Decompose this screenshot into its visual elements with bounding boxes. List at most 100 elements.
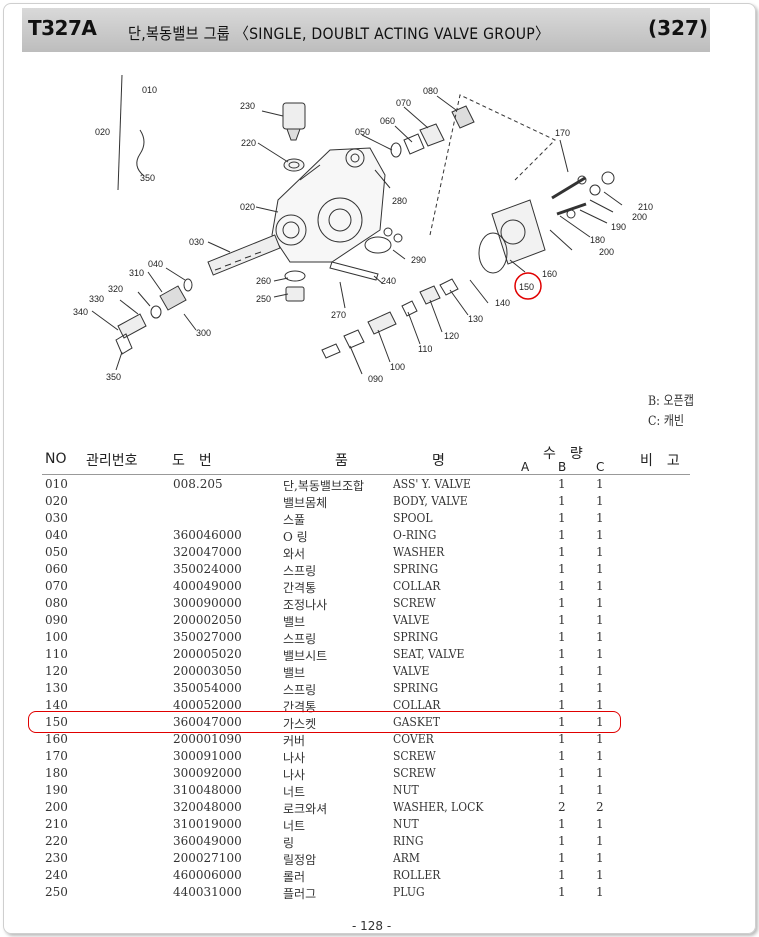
callout-label: 150 <box>519 282 534 292</box>
korean-name: 간격통 <box>283 700 317 714</box>
header-qty-c: C <box>596 460 605 474</box>
callout-label: 330 <box>89 294 104 304</box>
korean-name: 너트 <box>283 819 306 833</box>
qty-c: 1 <box>596 732 604 746</box>
header-qty-a: A <box>521 460 530 474</box>
page-frame <box>3 3 756 934</box>
callout-label: 030 <box>189 237 204 247</box>
drawing-number: 400049000 <box>173 579 242 593</box>
korean-name: 스프링 <box>283 564 317 578</box>
callout-label: 050 <box>355 127 370 137</box>
qty-b: 1 <box>558 715 566 729</box>
qty-c: 1 <box>596 511 604 525</box>
part-number: 250 <box>45 885 68 899</box>
header-mgmt-number: 관리번호 <box>86 453 138 469</box>
callout-label: 320 <box>108 284 123 294</box>
callout-label: 290 <box>411 255 426 265</box>
english-name: SPRING <box>393 681 439 695</box>
part-number: 150 <box>45 715 68 729</box>
callout-label: 140 <box>495 298 510 308</box>
qty-c: 1 <box>596 545 604 559</box>
drawing-number: 320047000 <box>173 545 242 559</box>
callout-label: 130 <box>468 314 483 324</box>
callout-label: 200 <box>599 247 614 257</box>
callout-label: 270 <box>331 310 346 320</box>
english-name: GASKET <box>393 715 440 729</box>
callout-label: 120 <box>444 331 459 341</box>
callout-label: 060 <box>380 116 395 126</box>
callout-label: 210 <box>638 202 653 212</box>
qty-b: 2 <box>558 800 566 814</box>
english-name: VALVE <box>393 613 430 627</box>
header-no: NO <box>45 451 67 467</box>
callout-label: 200 <box>632 212 647 222</box>
korean-name: 가스켓 <box>283 717 317 731</box>
part-number: 240 <box>45 868 68 882</box>
korean-name: 롤러 <box>283 870 306 884</box>
qty-c: 1 <box>596 494 604 508</box>
qty-b: 1 <box>558 545 566 559</box>
drawing-number: 350024000 <box>173 562 242 576</box>
qty-c: 1 <box>596 868 604 882</box>
korean-name: 와서 <box>283 547 306 561</box>
qty-c: 1 <box>596 579 604 593</box>
qty-c: 1 <box>596 749 604 763</box>
part-number: 180 <box>45 766 68 780</box>
page-title: 단,복동밸브 그룹 〈SINGLE, DOUBLT ACTING VALVE G… <box>128 24 550 43</box>
header-name-2: 명 <box>432 453 445 469</box>
qty-c: 1 <box>596 647 604 661</box>
header-qty-b: B <box>558 460 567 474</box>
callout-label: 250 <box>256 294 271 304</box>
part-number: 210 <box>45 817 68 831</box>
drawing-number: 350027000 <box>173 630 242 644</box>
part-number: 060 <box>45 562 68 576</box>
qty-b: 1 <box>558 851 566 865</box>
drawing-number: 310019000 <box>173 817 242 831</box>
korean-name: 스프링 <box>283 683 317 697</box>
qty-b: 1 <box>558 681 566 695</box>
qty-c: 1 <box>596 613 604 627</box>
qty-b: 1 <box>558 579 566 593</box>
qty-c: 2 <box>596 800 604 814</box>
english-name: ARM <box>393 851 420 865</box>
qty-b: 1 <box>558 477 566 491</box>
part-number: 230 <box>45 851 68 865</box>
english-name: WASHER, LOCK <box>393 800 484 814</box>
qty-b: 1 <box>558 647 566 661</box>
drawing-number: 320048000 <box>173 800 242 814</box>
catalog-code: T327A <box>28 16 97 40</box>
qty-b: 1 <box>558 868 566 882</box>
qty-b: 1 <box>558 528 566 542</box>
qty-c: 1 <box>596 885 604 899</box>
header-drawing-number: 도 번 <box>172 453 212 469</box>
part-number: 070 <box>45 579 68 593</box>
drawing-number: 200027100 <box>173 851 242 865</box>
qty-c: 1 <box>596 562 604 576</box>
english-name: SCREW <box>393 766 436 780</box>
english-name: NUT <box>393 817 419 831</box>
callout-label: 190 <box>611 222 626 232</box>
callout-label: 180 <box>590 235 605 245</box>
callout-label: 310 <box>129 268 144 278</box>
callout-label: 280 <box>392 196 407 206</box>
drawing-number: 360046000 <box>173 528 242 542</box>
drawing-number: 008.205 <box>173 477 223 491</box>
callout-label: 230 <box>240 101 255 111</box>
english-name: BODY, VALVE <box>393 494 468 508</box>
part-number: 200 <box>45 800 68 814</box>
drawing-number: 360049000 <box>173 834 242 848</box>
qty-b: 1 <box>558 783 566 797</box>
legend-c: C: 캐빈 <box>648 414 685 429</box>
